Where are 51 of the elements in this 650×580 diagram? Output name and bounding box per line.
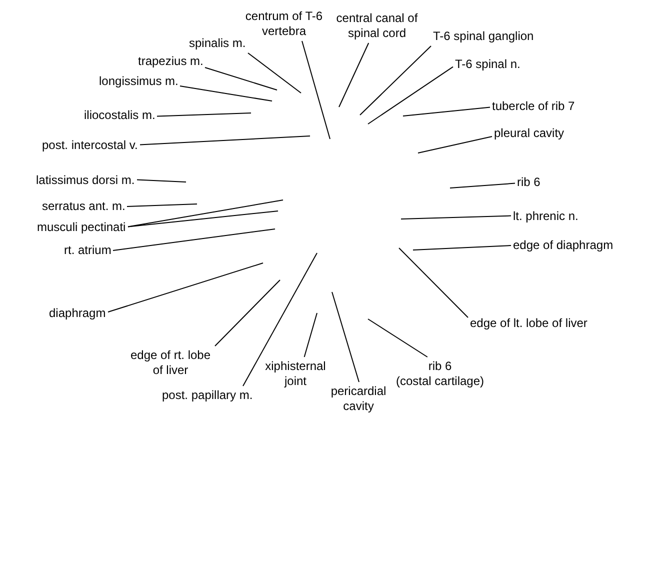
structure-label: edge of lt. lobe of liver (470, 316, 588, 331)
leader-line (214, 280, 280, 346)
structure-label: musculi pectinati (37, 220, 126, 236)
leader-line (304, 312, 318, 358)
structure-label: rib 6 (costal cartilage) (395, 358, 485, 388)
leader-line (248, 52, 302, 94)
structure-label: edge of rt. lobe of liver (128, 348, 212, 378)
structure-label: rib 6 (517, 174, 540, 190)
structure-label: serratus ant. m. (42, 198, 126, 214)
structure-label: post. intercostal v. (42, 138, 138, 154)
structure-label: pleural cavity (494, 126, 564, 141)
structure-label: central canal of spinal cord (335, 10, 419, 40)
structure-label: lt. phrenic n. (513, 209, 578, 224)
leader-line (204, 67, 278, 90)
leader-line (128, 210, 278, 228)
leader-line (126, 204, 198, 207)
leader-line (242, 252, 318, 386)
structure-label: iliocostalis m. (84, 108, 156, 122)
leader-line (180, 86, 272, 102)
leader-line (156, 112, 252, 117)
leader-line (140, 136, 310, 146)
structure-label: trapezius m. (138, 54, 204, 70)
structure-label: centrum of T-6 vertebra (243, 9, 325, 40)
structure-label: latissimus dorsi m. (36, 172, 135, 188)
leader-line (368, 66, 454, 124)
leader-line (108, 262, 264, 312)
structure-label: T-6 spinal n. (455, 56, 520, 72)
structure-label: xiphisternal joint (264, 358, 328, 388)
structure-label: edge of diaphragm (513, 238, 614, 254)
structure-label: diaphragm (49, 306, 106, 321)
leader-line (368, 318, 428, 358)
structure-label: T-6 spinal ganglion (433, 29, 534, 44)
leader-line (136, 179, 186, 182)
leader-line (418, 136, 492, 154)
leader-line (402, 106, 490, 116)
structure-label: tubercle of rib 7 (492, 99, 575, 114)
leader-line (398, 248, 468, 318)
structure-label: rt. atrium (64, 243, 112, 258)
structure-label: longissimus m. (99, 74, 178, 90)
structure-label: spinalis m. (189, 36, 246, 50)
leader-line (360, 46, 432, 116)
structure-label: pericardial cavity (330, 384, 388, 414)
leader-line (412, 245, 512, 250)
leader-line (400, 215, 512, 220)
leader-line (332, 292, 360, 382)
leader-line (450, 182, 516, 188)
leader-line (338, 42, 370, 108)
structure-label: post. papillary m. (162, 388, 253, 402)
leader-line (302, 40, 330, 140)
leader-line (112, 228, 276, 251)
leader-line (128, 200, 284, 228)
